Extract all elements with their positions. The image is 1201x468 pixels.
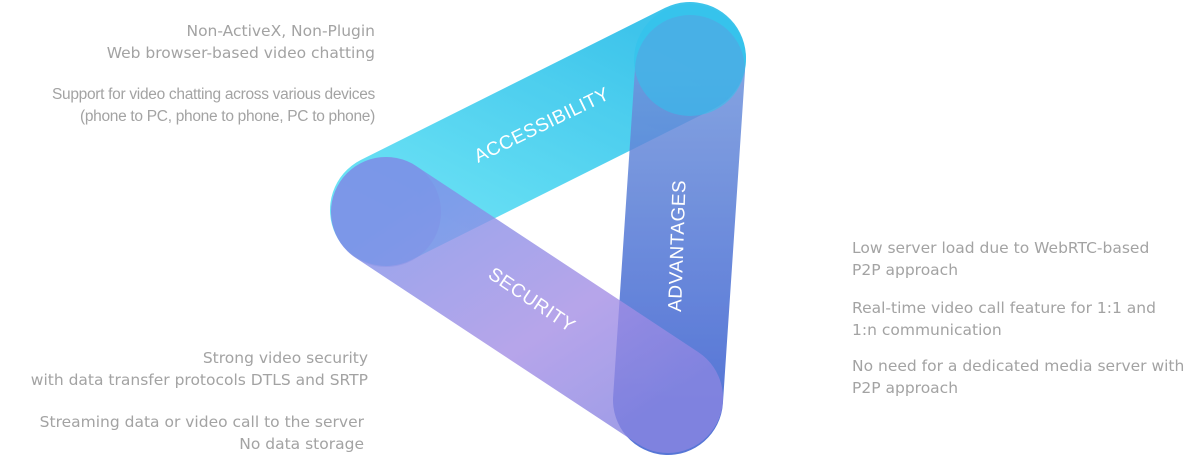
security-notes: Strong video security with data transfer… <box>0 347 368 391</box>
advantages-notes: Low server load due to WebRTC-based P2P … <box>852 237 1197 281</box>
advantages-notes-realtime: Real-time video call feature for 1:1 and… <box>852 297 1197 341</box>
advantages-note-line6: P2P approach <box>852 379 959 397</box>
left-overlap <box>331 157 441 267</box>
security-note-line2: with data transfer protocols DTLS and SR… <box>30 371 368 389</box>
accessibility-notes-devices: Support for video chatting across variou… <box>30 84 375 128</box>
advantages-label: ADVANTAGES <box>665 179 691 312</box>
accessibility-note-line1: Non-ActiveX, Non-Plugin <box>186 22 375 40</box>
security-note-line1: Strong video security <box>202 349 368 367</box>
security-band <box>331 157 723 453</box>
advantages-note-line4: 1:n communication <box>852 321 1002 339</box>
accessibility-note-line3: Support for video chatting across variou… <box>51 86 375 103</box>
advantages-notes-media: No need for a dedicated media server wit… <box>852 355 1197 399</box>
advantages-note-line5: No need for a dedicated media server wit… <box>852 357 1185 375</box>
top-right-overlap <box>634 4 746 116</box>
security-note-line3: Streaming data or video call to the serv… <box>39 413 364 431</box>
advantages-note-line3: Real-time video call feature for 1:1 and <box>852 299 1156 317</box>
accessibility-note-line4: (phone to PC, phone to phone, PC to phon… <box>79 108 375 125</box>
security-note-line4: No data storage <box>239 435 364 453</box>
advantages-note-line1: Low server load due to WebRTC-based <box>852 239 1150 257</box>
security-notes-storage: Streaming data or video call to the serv… <box>0 411 364 455</box>
accessibility-note-line2: Web browser-based video chatting <box>106 44 375 62</box>
accessibility-notes: Non-ActiveX, Non-Plugin Web browser-base… <box>60 20 375 64</box>
advantages-note-line2: P2P approach <box>852 261 959 279</box>
